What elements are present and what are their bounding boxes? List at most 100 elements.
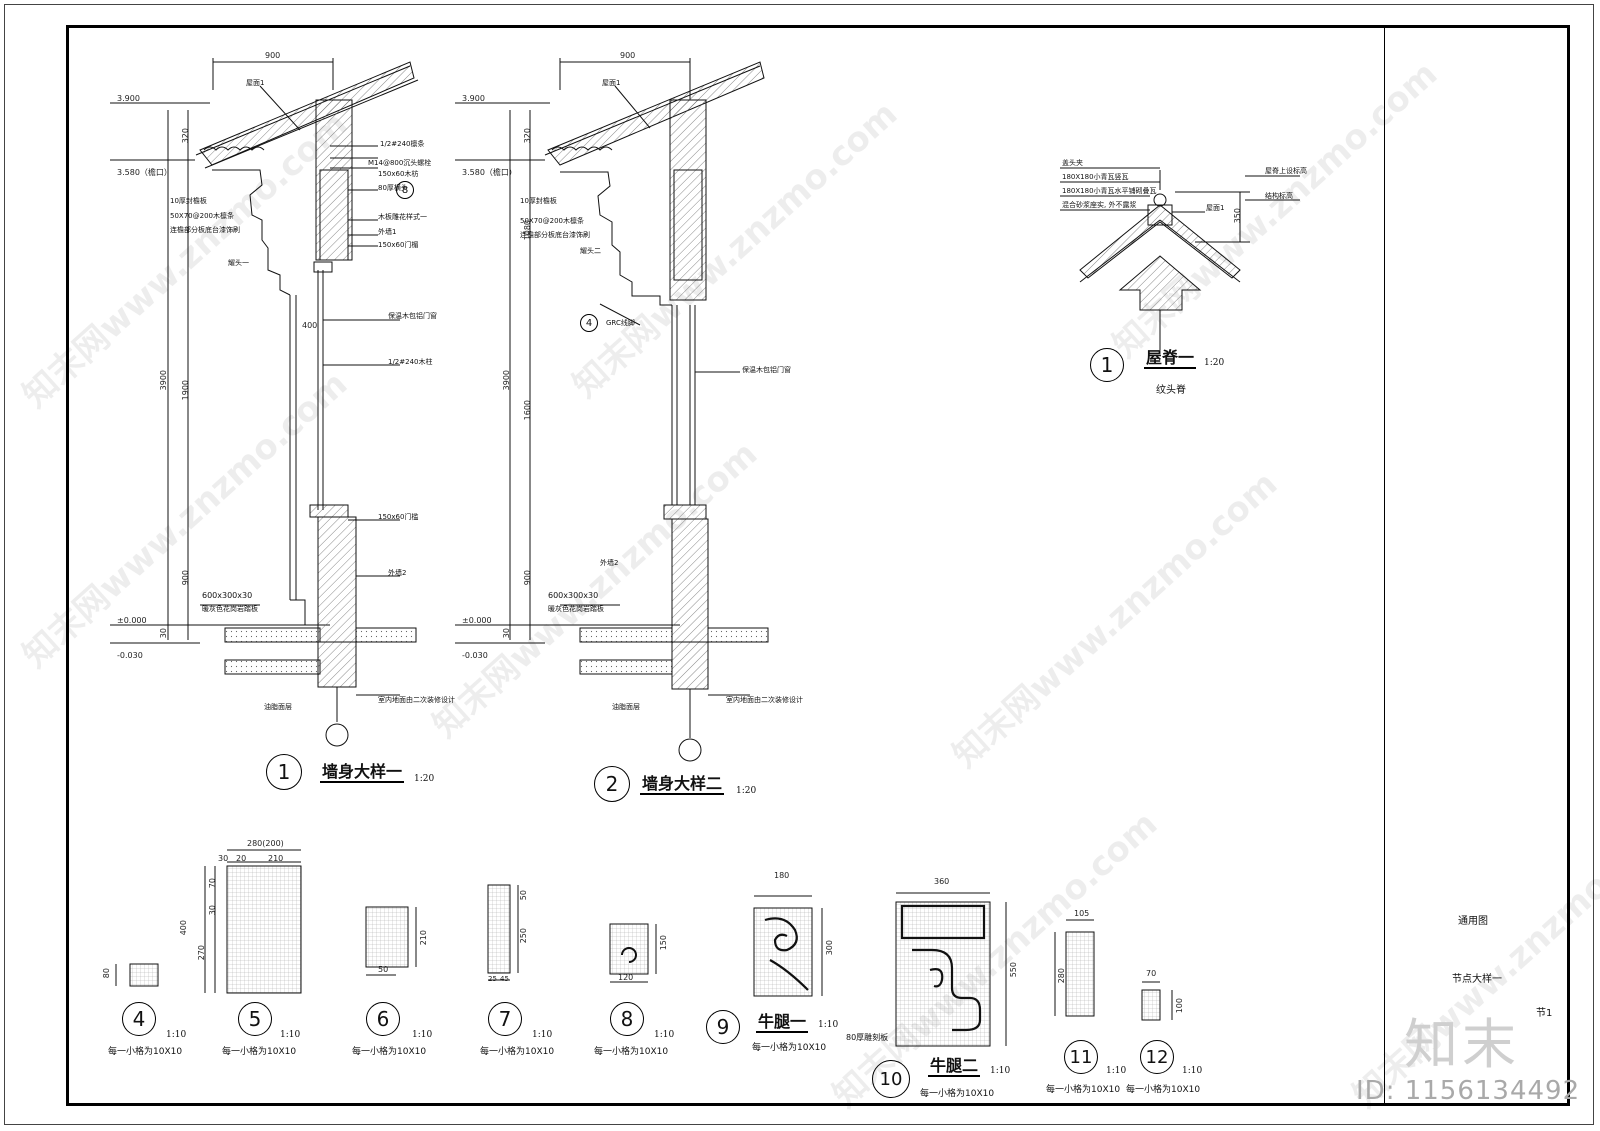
wall1-note: 10厚封檐板 <box>170 197 207 205</box>
wall2-scale: 1:20 <box>736 786 757 796</box>
detail12-note: 每一小格为10X10 <box>1126 1085 1201 1095</box>
wall1-note: 油脂面层 <box>264 703 292 711</box>
detail9-scale: 1:10 <box>818 1020 839 1030</box>
wall2-dim-1600: 1600 <box>523 400 532 421</box>
resource-id-label: ID: 1156134492 <box>1356 1076 1581 1106</box>
wall1-note: 80厚横头 <box>378 184 408 192</box>
wall-section-2 <box>455 58 769 762</box>
detail5-number-circle: 5 <box>238 1002 272 1036</box>
wall2-note: 外墙2 <box>600 559 619 567</box>
detail12-number-circle: 12 <box>1140 1040 1174 1074</box>
detail5-dim: 270 <box>197 945 206 961</box>
wall1-note: 1/2#240檩条 <box>380 140 425 148</box>
wall1-dim-320: 320 <box>181 128 190 144</box>
wall1-note: 暖灰色花岗岩踏板 <box>202 605 258 613</box>
detail4-note: 每一小格为10X10 <box>108 1047 183 1057</box>
detail7-dim: 25 <box>488 975 497 983</box>
detail12-dim: 70 <box>1146 969 1157 978</box>
sheet-drawing-border <box>66 25 1570 1106</box>
ridge-note: 180X180小青瓦竖瓦 <box>1062 173 1129 181</box>
wall2-dim-3900: 3900 <box>502 370 511 391</box>
detail11-scale: 1:10 <box>1106 1066 1127 1076</box>
small-details <box>115 849 1173 1047</box>
wall2-dim-900b: 900 <box>523 570 532 586</box>
wall1-number-circle: 1 <box>266 754 302 790</box>
title-block-divider <box>1384 25 1385 1106</box>
wall1-note: 室内地面由二次装修设计 <box>378 696 455 704</box>
wall1-note: 保温木包铝门窗 <box>388 312 437 320</box>
wall1-dim-1900: 1900 <box>181 380 190 401</box>
wall1-elev-neg: -0.030 <box>117 651 143 660</box>
ridge-note: 屋脊上设标高 <box>1265 167 1307 175</box>
wall1-note: 外墙1 <box>378 228 397 236</box>
detail10-dim: 550 <box>1009 962 1018 978</box>
wall2-elev-neg: -0.030 <box>462 651 488 660</box>
wall1-elev-top: 3.900 <box>117 94 140 103</box>
detail11-note: 每一小格为10X10 <box>1046 1085 1121 1095</box>
title-block-category: 通用图 <box>1458 916 1488 927</box>
ridge-note: 混合砂浆座实, 外不露浆 <box>1062 201 1137 209</box>
detail8-note: 每一小格为10X10 <box>594 1047 669 1057</box>
detail5-dim: 30 <box>218 854 229 863</box>
wall1-dim-400: 400 <box>302 321 318 330</box>
ridge-subtitle: 纹头脊 <box>1156 385 1186 396</box>
wall2-dim-900: 900 <box>620 51 636 60</box>
wall1-note: M14@800沉头螺栓 <box>368 159 432 167</box>
ridge-note: 盖头夹 <box>1062 159 1083 167</box>
wall1-dim-3900: 3900 <box>159 370 168 391</box>
detail10-title: 牛腿二 <box>928 1056 981 1078</box>
ridge-note: 屋面1 <box>1206 204 1225 212</box>
wall1-note: 1/2#240木柱 <box>388 358 433 366</box>
detail6-dim: 210 <box>419 930 428 946</box>
wall2-note: 600x300x30 <box>548 591 599 600</box>
detail9-dim: 180 <box>774 871 790 880</box>
detail7-dim: 250 <box>519 928 528 944</box>
wall2-note: 屋面1 <box>602 79 621 87</box>
wall2-note: GRC线脚 <box>606 319 635 327</box>
detail7-scale: 1:10 <box>532 1030 553 1040</box>
detail8-dim: 120 <box>618 973 634 982</box>
detail10-extra: 80厚雕刻板 <box>846 1033 889 1042</box>
wall1-dim-900: 900 <box>265 51 281 60</box>
detail4-scale: 1:10 <box>166 1030 187 1040</box>
detail4-number-circle: 4 <box>122 1002 156 1036</box>
wall1-note: 150x60木枋 <box>378 170 419 178</box>
detail9-dim: 300 <box>825 940 834 956</box>
detail9-number-circle: 9 <box>706 1010 740 1044</box>
detail5-dim: 70 <box>208 878 217 889</box>
wall1-dim-30: 30 <box>159 628 168 639</box>
detail6-number-circle: 6 <box>366 1002 400 1036</box>
wall1-note: 600x300x30 <box>202 591 253 600</box>
detail11-dim: 105 <box>1074 909 1090 918</box>
wall2-note: 室内地面由二次装修设计 <box>726 696 803 704</box>
detail10-dim: 360 <box>934 877 950 886</box>
wall2-dim-30: 30 <box>502 628 511 639</box>
wall2-note: 10厚封檐板 <box>520 197 557 205</box>
detail10-note: 每一小格为10X10 <box>920 1089 995 1099</box>
detail5-scale: 1:10 <box>280 1030 301 1040</box>
wall2-title: 墙身大样二 <box>640 774 725 796</box>
detail5-dim: 210 <box>268 854 284 863</box>
brand-logo: 知末 <box>1404 1013 1520 1076</box>
ridge-scale: 1:20 <box>1204 358 1225 368</box>
wall2-dim-320: 320 <box>523 128 532 144</box>
title-block-drawing-no: 节1 <box>1536 1008 1553 1019</box>
ridge-number-circle: 1 <box>1090 348 1124 382</box>
sheet-outer-border <box>4 4 1594 1125</box>
detail12-dim: 100 <box>1175 998 1184 1014</box>
wall2-note: 油脂面层 <box>612 703 640 711</box>
detail8-scale: 1:10 <box>654 1030 675 1040</box>
wall1-elev-zero: ±0.000 <box>117 616 147 625</box>
detail5-dim: 20 <box>236 854 247 863</box>
wall2-elev-top: 3.900 <box>462 94 485 103</box>
wall1-note: 屋面1 <box>246 79 265 87</box>
detail5-dim: 400 <box>179 920 188 936</box>
wall2-note: 耀头二 <box>580 247 601 255</box>
detail6-note: 每一小格为10X10 <box>352 1047 427 1057</box>
detail6-scale: 1:10 <box>412 1030 433 1040</box>
wall1-dim-900b: 900 <box>181 570 190 586</box>
wall2-note: 50X70@200木檩条 <box>520 217 584 225</box>
detail6-dim: 50 <box>378 965 389 974</box>
detail11-dim: 280 <box>1057 968 1066 984</box>
